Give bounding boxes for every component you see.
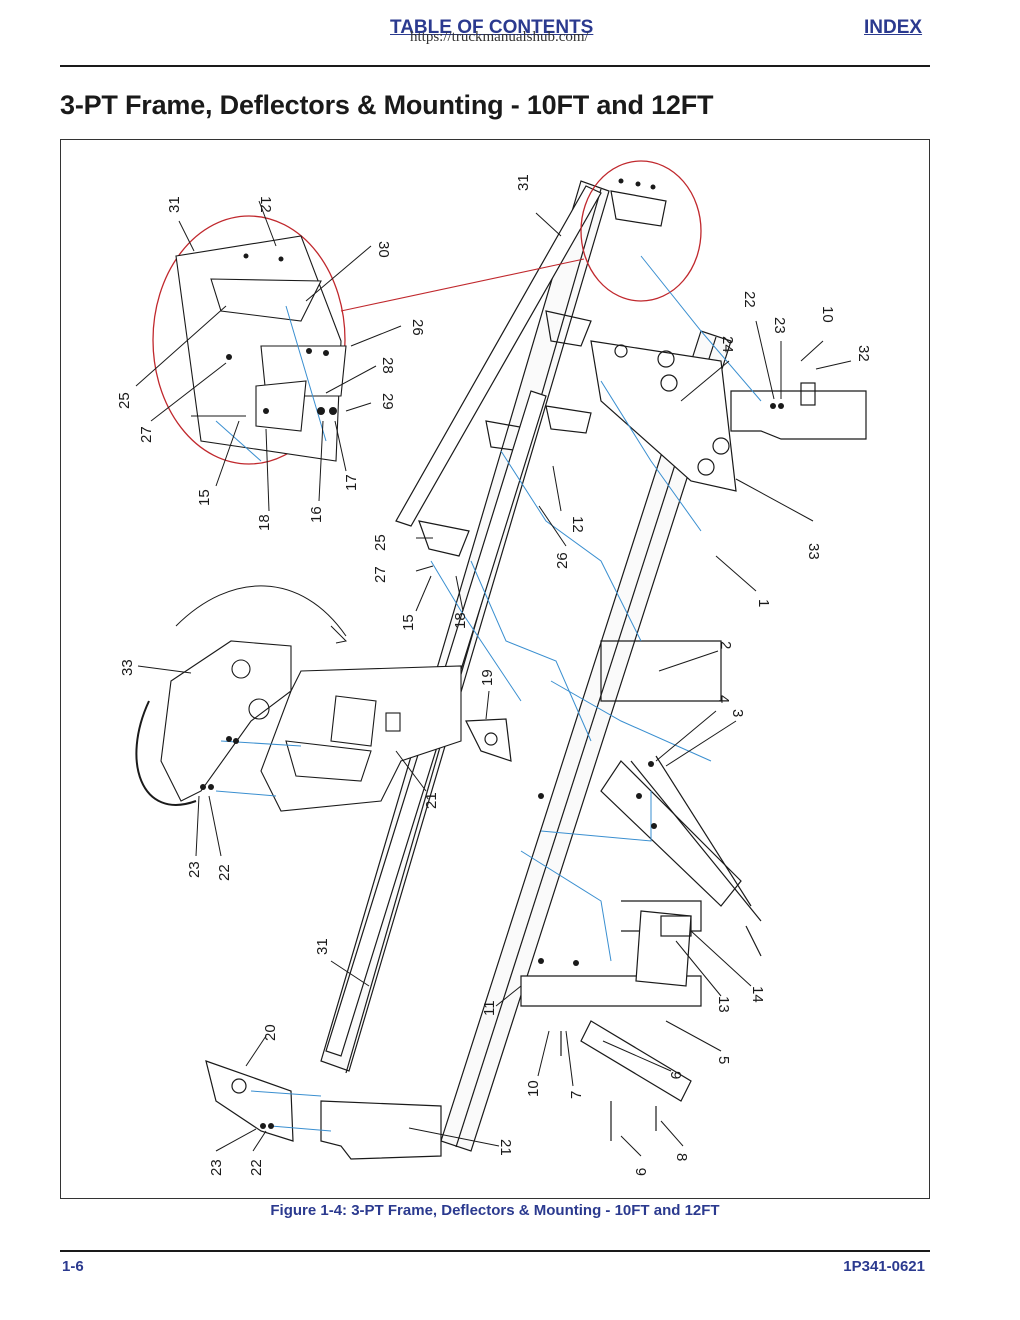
hardware-dots xyxy=(200,178,784,1129)
callout: 21 xyxy=(423,792,440,809)
callout: 19 xyxy=(479,669,496,686)
figure-frame: 31 12 30 26 25 27 28 29 15 18 16 17 31 2… xyxy=(60,139,930,1199)
callout-labels: 31 12 30 26 25 27 28 29 15 18 16 17 31 2… xyxy=(116,174,872,1176)
detail-view-mount xyxy=(135,585,462,812)
callout: 5 xyxy=(715,1056,732,1064)
callout: 11 xyxy=(481,1000,498,1016)
callout: 23 xyxy=(208,1159,225,1176)
callout: 23 xyxy=(771,317,788,334)
callout: 33 xyxy=(805,543,822,560)
leader-lines xyxy=(135,200,852,1157)
callout: 13 xyxy=(715,996,732,1013)
callout: 3 xyxy=(729,709,746,717)
callout: 29 xyxy=(379,393,396,410)
callout: 12 xyxy=(257,196,274,213)
callout: 31 xyxy=(314,938,331,955)
callout: 31 xyxy=(515,174,532,191)
page-title: 3-PT Frame, Deflectors & Mounting - 10FT… xyxy=(60,90,714,120)
callout: 2 xyxy=(717,641,734,649)
callout: 20 xyxy=(262,1024,279,1041)
callout: 27 xyxy=(372,566,389,583)
callout: 18 xyxy=(256,514,273,531)
detail-circle-right xyxy=(580,160,702,302)
callout: 4 xyxy=(715,695,732,703)
header-rule xyxy=(60,65,930,67)
callout: 26 xyxy=(409,319,426,336)
callout: 31 xyxy=(166,196,183,213)
callout: 26 xyxy=(554,552,571,569)
callout: 15 xyxy=(196,489,213,506)
callout: 18 xyxy=(452,612,469,629)
callout: 24 xyxy=(719,336,736,353)
footer-rule xyxy=(60,1250,930,1252)
callout: 33 xyxy=(119,659,136,676)
callout: 22 xyxy=(216,864,233,881)
callout: 21 xyxy=(497,1139,514,1156)
parts-diagram: 31 12 30 26 25 27 28 29 15 18 16 17 31 2… xyxy=(116,160,872,1176)
callout: 10 xyxy=(819,306,836,323)
callout: 9 xyxy=(667,1071,684,1079)
callout: 1 xyxy=(755,599,772,607)
callout: 10 xyxy=(525,1080,542,1097)
index-link[interactable]: INDEX xyxy=(864,17,923,38)
table-of-contents-link[interactable]: TABLE OF CONTENTS xyxy=(390,17,594,38)
callout: 32 xyxy=(855,345,872,362)
callout: 6 xyxy=(633,1168,650,1176)
document-number: 1P341-0621 xyxy=(843,1258,925,1275)
callout: 23 xyxy=(186,861,203,878)
figure-caption: Figure 1-4: 3-PT Frame, Deflectors & Mou… xyxy=(270,1202,720,1219)
callout: 25 xyxy=(372,534,389,551)
callout: 27 xyxy=(138,426,155,443)
callout: 16 xyxy=(308,506,325,523)
callout: 7 xyxy=(568,1091,585,1099)
page-number: 1-6 xyxy=(62,1258,84,1275)
callout: 25 xyxy=(116,392,133,409)
callout: 28 xyxy=(379,357,396,374)
callout: 15 xyxy=(400,614,417,631)
callout: 12 xyxy=(569,516,586,533)
detail-view-deflector xyxy=(152,215,347,465)
callout: 8 xyxy=(673,1153,690,1161)
callout: 22 xyxy=(741,291,758,308)
callout: 14 xyxy=(749,986,766,1003)
watermark-url: https://truckmanualshub.com/ xyxy=(410,29,589,45)
hardware-lines xyxy=(215,255,762,1132)
callout: 22 xyxy=(248,1159,265,1176)
detail-connector xyxy=(340,258,585,312)
callout: 30 xyxy=(375,241,392,258)
callout: 17 xyxy=(343,474,360,491)
